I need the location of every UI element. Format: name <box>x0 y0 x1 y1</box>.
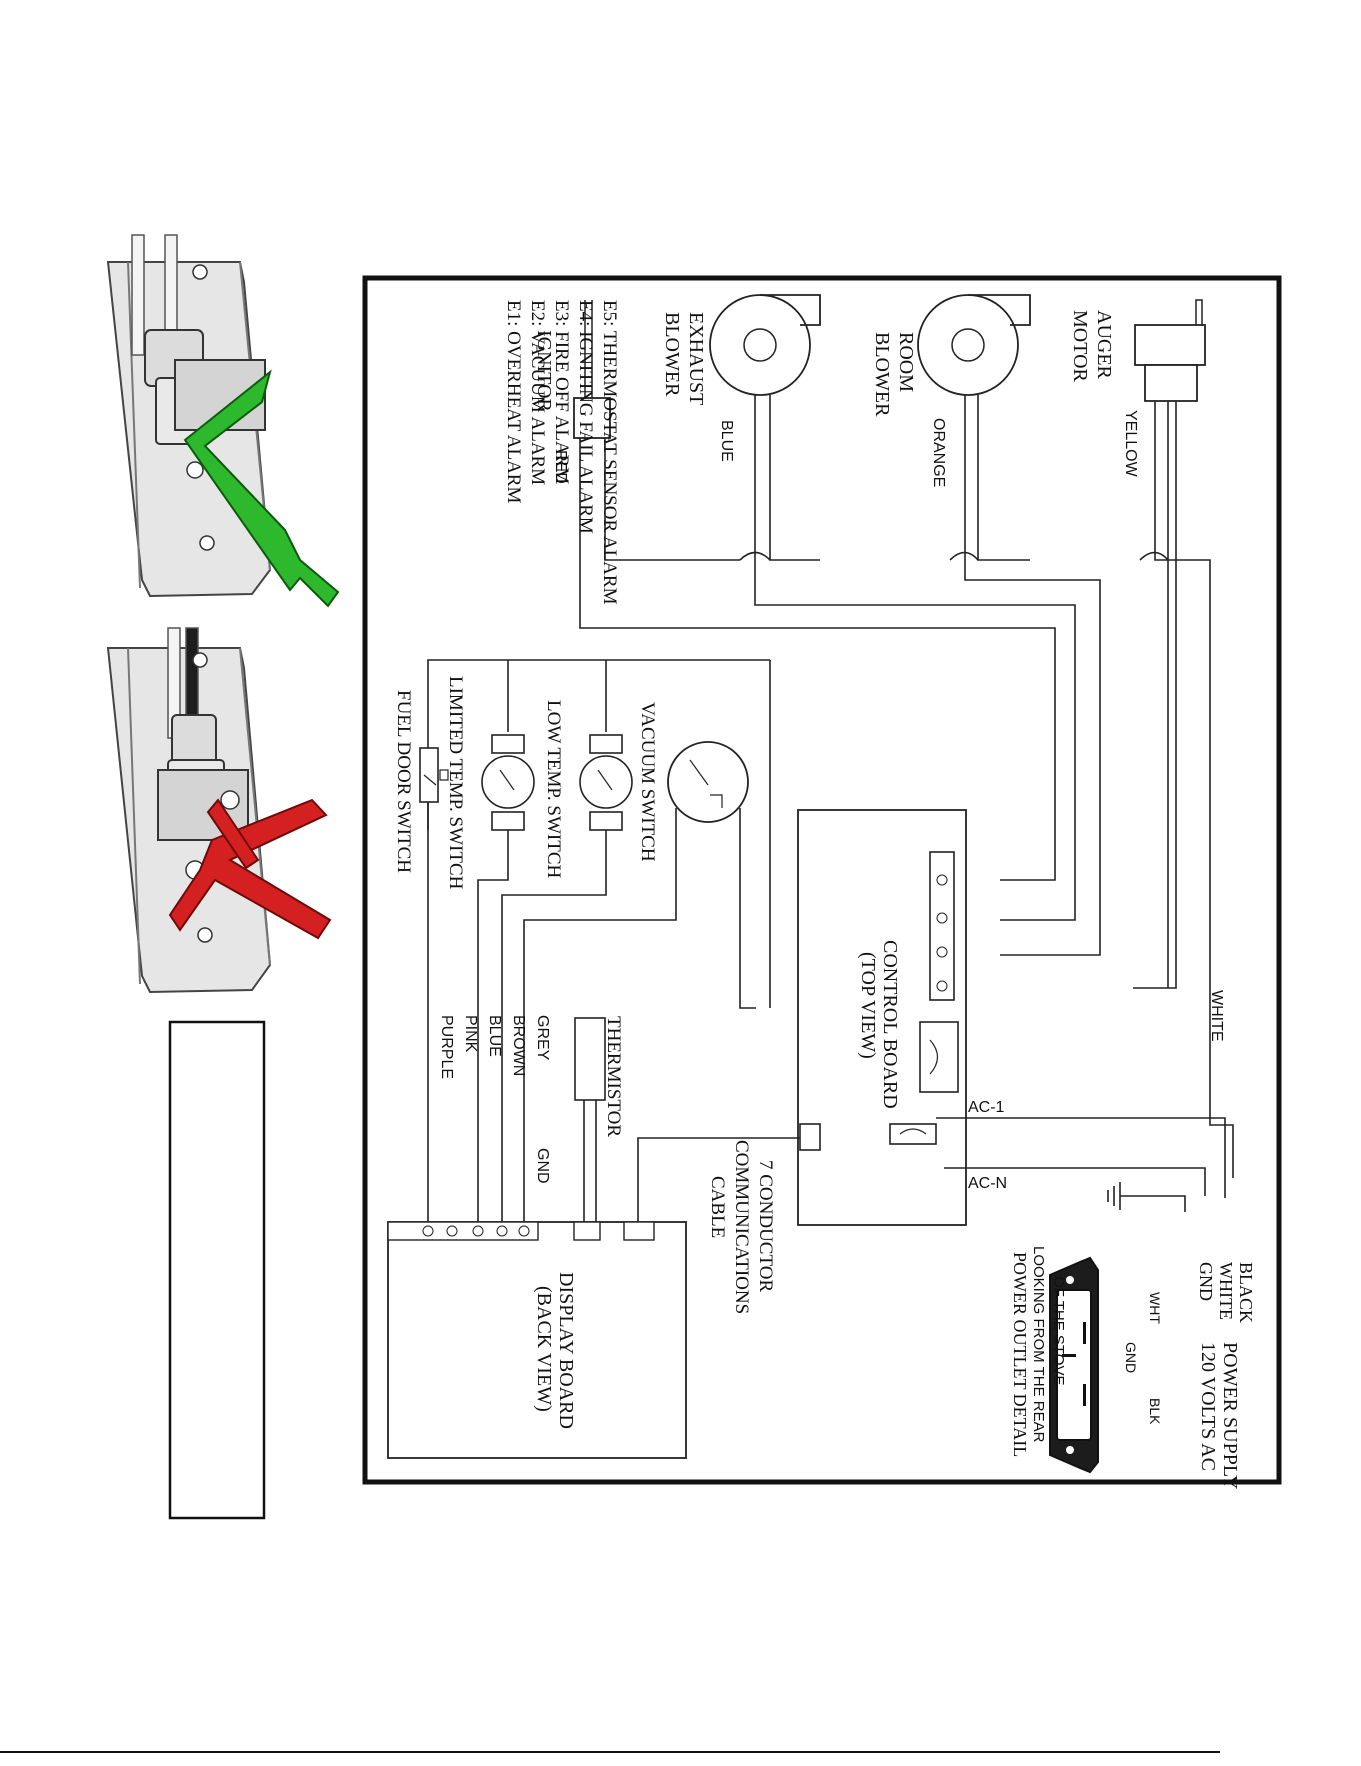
control-board <box>797 809 967 1226</box>
control-board-terminal-strip <box>929 851 955 1001</box>
check-mark-icon <box>183 369 340 608</box>
wire-labels-display: GREY BROWN BLUE PINK PURPLE <box>438 1015 551 1081</box>
limited-temp-switch-label: LIMITED TEMP. SWITCH <box>445 676 466 890</box>
wire-label-purple: PURPLE <box>438 1015 455 1079</box>
display-board-comm-port <box>623 1221 655 1241</box>
note-box <box>168 1020 266 1520</box>
fuel-door-switch-label: FUEL DOOR SWITCH <box>393 690 414 873</box>
vacuum-switch-label: VACUUM SWITCH <box>637 702 658 862</box>
ignitor-label: IGNITOR <box>533 330 555 413</box>
outlet-pin-gnd: GND <box>1123 1342 1139 1373</box>
alarm-code: E4: IGNITING FAIL ALARM <box>575 300 596 534</box>
wire-label-blue: BLUE <box>486 1015 503 1057</box>
alarm-code: E1: OVERHEAT ALARM <box>503 300 524 503</box>
low-temp-switch-label: LOW TEMP. SWITCH <box>543 700 564 878</box>
ground-icon <box>1107 1182 1121 1210</box>
comm-cable-connector <box>799 1123 821 1151</box>
wire-label-red: RED <box>552 450 569 484</box>
acn-label: AC-N <box>968 1175 1007 1192</box>
power-supply-title: POWER SUPPLY 120 VOLTS AC <box>1197 1342 1241 1494</box>
wire-label-blue-blower: BLUE <box>718 420 735 462</box>
power-supply-lines: BLACK WHITE GND <box>1196 1262 1256 1328</box>
thermistor <box>574 1017 606 1101</box>
outlet-pin-blk: BLK <box>1147 1398 1163 1425</box>
room-blower <box>917 294 1031 396</box>
ac1-terminal <box>889 1123 937 1145</box>
ac1-label: AC-1 <box>968 1099 1005 1116</box>
display-board-label: DISPLAY BOARD (BACK VIEW) <box>533 1272 577 1434</box>
wire-label-gnd: GND <box>534 1148 551 1184</box>
comm-cable-label: 7 CONDUCTOR COMMUNICATIONS CABLE <box>707 1140 776 1319</box>
alarm-code: E3: FIRE OFF ALARM <box>551 300 572 484</box>
display-board-thermistor-port <box>573 1221 601 1241</box>
connector-photo-correct <box>106 234 340 608</box>
outlet-detail-label: POWER OUTLET DETAIL LOOKING FROM THE REA… <box>1010 1246 1067 1461</box>
display-board-pin-strip <box>387 1221 539 1241</box>
limited-temp-switch <box>477 734 535 1238</box>
fuel-door-switch <box>419 747 449 1238</box>
wire-label-pink: PINK <box>462 1015 479 1053</box>
x-mark-icon <box>168 798 332 940</box>
control-board-fuse <box>919 1021 959 1093</box>
alarm-code: E5: THERMOSTAT SENSOR ALARM <box>599 300 620 605</box>
alarm-code: E2: VACUUM ALARM <box>527 300 548 485</box>
thermistor-label: THERMISTOR <box>603 1016 624 1137</box>
exhaust-blower-label: EXHAUST BLOWER <box>661 312 707 410</box>
connector-photo-wrong <box>106 627 332 994</box>
wire-label-brown: BROWN <box>510 1015 527 1076</box>
low-temp-switch <box>501 734 633 1238</box>
wire-label-white: WHITE <box>1208 990 1225 1042</box>
ignitor <box>573 300 611 439</box>
wire-label-grey: GREY <box>534 1015 551 1061</box>
wire-label-orange: ORANGE <box>930 418 947 487</box>
diagram-frame <box>362 275 1282 1485</box>
auger-motor <box>1134 299 1206 402</box>
power-outlet <box>1049 1256 1099 1474</box>
wire-label-yellow: YELLOW <box>1122 410 1139 478</box>
exhaust-blower <box>709 294 821 396</box>
auger-motor-label: AUGER MOTOR <box>1069 310 1115 384</box>
control-board-label: CONTROL BOARD (TOP VIEW) <box>857 940 901 1114</box>
vacuum-switch <box>523 741 756 1238</box>
room-blower-label: ROOM BLOWER <box>871 332 917 417</box>
outlet-pin-wht: WHT <box>1147 1292 1163 1324</box>
